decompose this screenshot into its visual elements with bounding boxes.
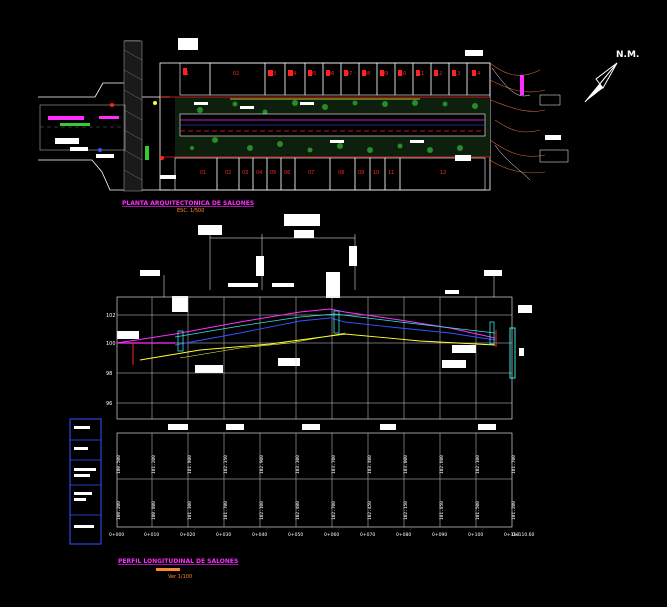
lot-number: 05 [270,170,276,176]
design-level-value: 101.300 [187,501,193,520]
design-level-value: 102.400 [295,501,301,520]
station-labels: 0+000 0+010 0+020 0+030 0+040 0+050 0+060 0+070… [109,532,535,538]
north-label: N.M. [616,50,639,60]
lot-number: 10 [400,71,406,77]
lot-number: 04 [290,71,296,77]
ground-level-row: 100.500 101.200 101.800 102.350 102.900 103.3… [116,455,517,474]
ground-level-value: 102.350 [223,455,229,474]
station-label: 0+080 [396,532,411,538]
profile-grid [116,296,513,420]
station-label: 0+040 [252,532,267,538]
lot-number: 09 [382,71,388,77]
lot-number: 07 [308,170,314,176]
design-level-value: 100.800 [151,501,157,520]
ground-level-value: 100.500 [116,455,122,474]
profile-subtitle-bar [156,568,180,571]
y-tick-label: 98 [106,371,112,377]
profile-title: PERFIL LONGITUDINAL DE SALONES [118,558,238,565]
design-level-value: 102.700 [331,501,337,520]
ground-level-value: 103.700 [331,455,337,474]
lot-number: 02 [233,71,239,77]
design-level-value: 101.500 [475,501,481,520]
design-line-blue [174,317,496,346]
station-label: 0+100 [468,532,483,538]
station-label: 0+060 [324,532,339,538]
lot-number: 10 [373,170,379,176]
ground-level-value: 101.200 [151,455,157,474]
north-arrow-icon [584,62,618,103]
lot-number: 06 [328,71,334,77]
station-label: 0+070 [360,532,375,538]
design-level-value: 102.150 [403,501,409,520]
lot-number: 01 [200,170,206,176]
station-label: 0+110 [504,532,519,538]
y-tick-label: 102 [106,313,116,319]
lot-number: 02 [225,170,231,176]
lot-number: 03 [270,71,276,77]
ground-level-value: 101.700 [511,455,517,474]
ground-level-value: 103.400 [367,455,373,474]
lot-number: 14 [474,71,480,77]
ground-line-magenta [116,308,496,344]
station-label: 0+030 [216,532,231,538]
ground-level-value: 102.600 [439,455,445,474]
lot-number: 13 [454,71,460,77]
lot-number: 03 [242,170,248,176]
terrain-line-yellow [139,333,496,361]
lot-number: 09 [358,170,364,176]
design-level-value: 101.850 [439,501,445,520]
lot-number: 07 [346,71,352,77]
station-label: 0+050 [288,532,303,538]
ground-level-value: 101.800 [187,455,193,474]
lot-number: 12 [440,170,446,176]
profile-y-ticks: 102 100 98 96 [106,313,116,407]
lot-number: 05 [310,71,316,77]
ground-level-value: 103.300 [295,455,301,474]
lot-number: 12 [436,71,442,77]
data-band-table [116,424,513,528]
profile-structures [132,275,516,379]
ground-level-value: 102.100 [475,455,481,474]
lot-number: 08 [364,71,370,77]
grade-line-cyan [174,313,496,338]
station-label: 0+020 [180,532,195,538]
station-label: 0+010 [144,532,159,538]
design-level-value: 100.200 [116,501,122,520]
lot-number: 06 [284,170,290,176]
lot-number: 01 [183,71,189,77]
lot-number: 04 [256,170,262,176]
design-level-value: 102.450 [367,501,373,520]
station-label: 0+110.60 [512,532,535,538]
lot-number: 11 [418,71,424,77]
station-label: 0+000 [109,532,124,538]
profile-annotations [117,214,532,373]
ground-level-value: 103.000 [403,455,409,474]
lot-numbers-top: 01 02 03 04 05 06 07 08 09 10 11 12 13 1… [183,71,480,77]
ground-level-value: 102.900 [259,455,265,474]
y-tick-label: 100 [106,341,116,347]
station-label: 0+090 [432,532,447,538]
data-band-legend [69,418,102,545]
design-level-value: 102.100 [259,501,265,520]
design-level-value: 101.200 [511,501,517,520]
lot-numbers-bottom: 01 02 03 04 05 06 07 08 09 10 11 12 [200,170,446,176]
lot-number: 11 [388,170,394,176]
y-tick-label: 96 [106,401,112,407]
profile-scale: Ver 1/100 [168,574,192,580]
base-line-yellow [179,332,346,359]
design-level-value: 101.700 [223,501,229,520]
plan-scale: ESC. 1/500 [177,208,204,214]
profile-lines [116,308,496,361]
design-level-row: 100.200 100.800 101.300 101.700 102.100 102.4… [116,501,517,520]
site-plan [38,38,569,192]
lot-number: 08 [338,170,344,176]
plan-title: PLANTA ARQUITECTONICA DE SALONES [122,200,254,207]
